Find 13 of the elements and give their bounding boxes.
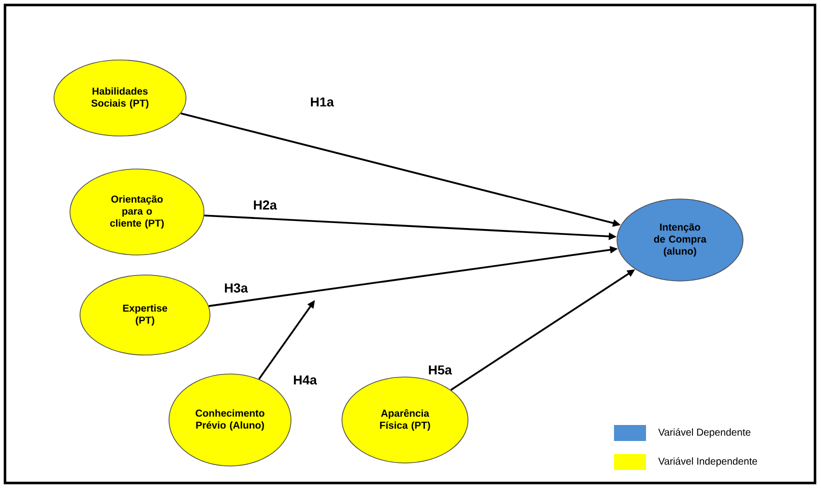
ellipse-node: Conhecimento Prévio (Aluno) xyxy=(168,374,292,466)
edge-label: H5a xyxy=(428,365,452,375)
ellipse-node: Expertise (PT) xyxy=(80,274,210,356)
legend-text: Variável Independente xyxy=(658,457,758,467)
edge-label: H2a xyxy=(254,200,277,210)
ellipse-node: Intenção de Compra (aluno) xyxy=(616,198,744,282)
ellipse-node: Habilidades Sociais (PT) xyxy=(54,60,186,136)
edge-label: H3a xyxy=(224,283,248,293)
ellipse-node: Orientação para o cliente (PT) xyxy=(70,168,204,256)
legend-text: Variável Dependente xyxy=(658,428,750,438)
ellipse-node: Aparência Física (PT) xyxy=(342,376,468,464)
edge-label: H4a xyxy=(294,375,317,385)
edge-label: H1a xyxy=(310,97,334,107)
